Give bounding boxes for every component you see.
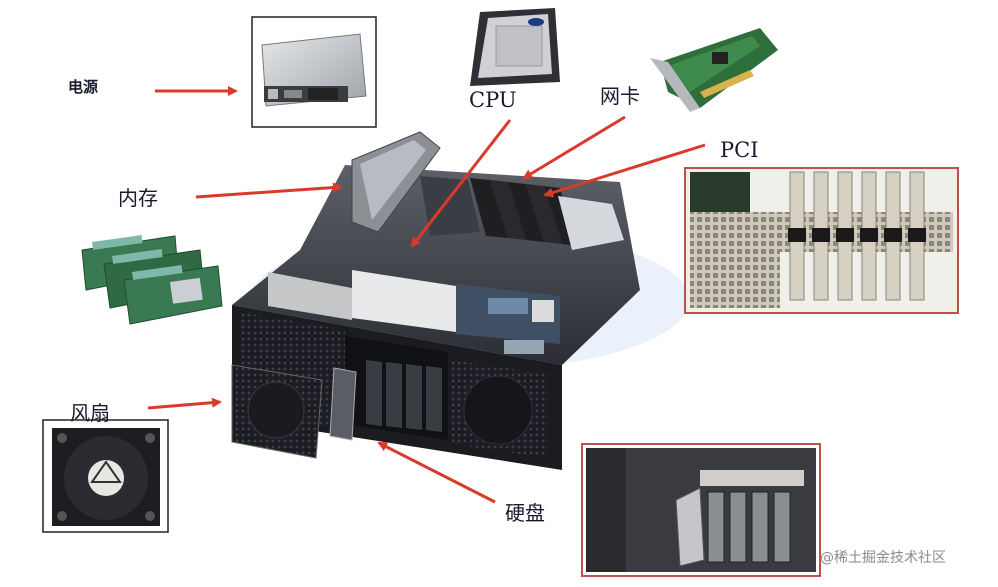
arrow-pci bbox=[543, 143, 706, 198]
hard-drive-bay-photo bbox=[581, 443, 821, 577]
fan-photo bbox=[42, 419, 169, 533]
label-fan: 风扇 bbox=[70, 401, 110, 425]
arrow-memory bbox=[195, 182, 343, 199]
nic-card-photo bbox=[650, 28, 778, 112]
pci-slots-photo bbox=[684, 167, 959, 314]
annotation-arrows bbox=[147, 86, 706, 504]
arrow-fan bbox=[147, 397, 222, 410]
watermark: @稀土掘金技术社区 bbox=[820, 550, 946, 566]
pci-cards bbox=[470, 178, 576, 246]
server-chassis-photo bbox=[231, 131, 690, 470]
label-power: 电源 bbox=[68, 78, 98, 96]
memory-modules-photo bbox=[81, 235, 223, 325]
label-pci: PCI bbox=[720, 138, 759, 162]
arrow-disk bbox=[377, 441, 496, 504]
power-supply-photo bbox=[251, 16, 377, 128]
label-nic: 网卡 bbox=[600, 84, 640, 108]
label-memory: 内存 bbox=[118, 186, 158, 210]
hard-drive-bays bbox=[329, 360, 442, 441]
label-cpu: CPU bbox=[469, 88, 517, 112]
label-disk: 硬盘 bbox=[505, 501, 545, 525]
arrow-cpu bbox=[410, 119, 512, 248]
cpu-photo bbox=[470, 8, 560, 86]
arrow-nic bbox=[522, 115, 626, 180]
